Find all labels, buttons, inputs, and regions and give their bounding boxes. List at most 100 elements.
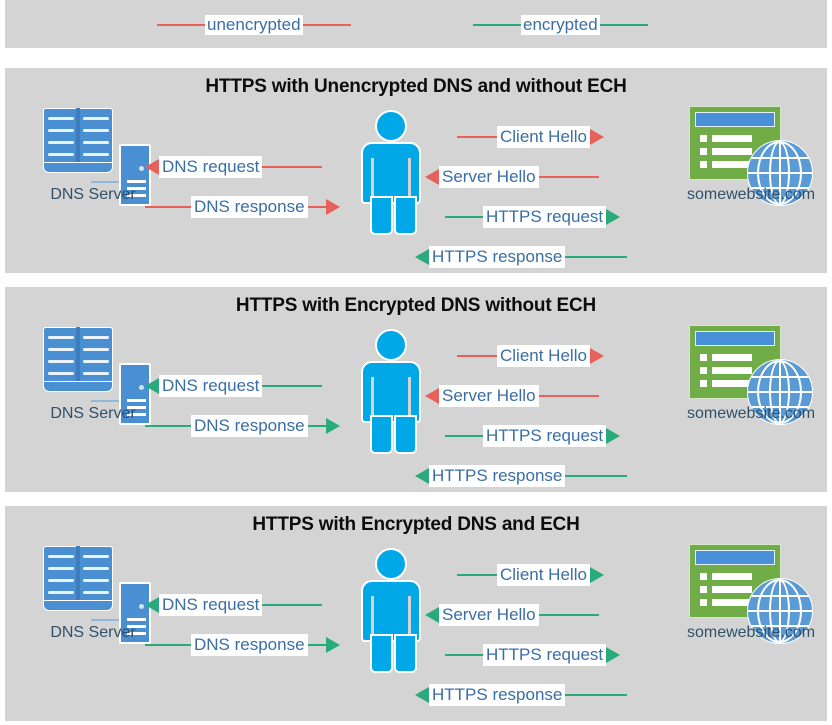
dns-server-caption: DNS Server — [50, 624, 136, 641]
person-torso — [361, 580, 421, 642]
arrow-https-request: HTTPS request — [445, 425, 621, 447]
arrow-server-hello: Server Hello — [425, 166, 599, 188]
arrowhead-right — [606, 647, 621, 663]
arrowhead-left — [145, 378, 159, 394]
website-caption: somewebsite.com — [686, 405, 816, 422]
person-leg-left — [370, 415, 393, 454]
arrow-line-lead — [145, 644, 191, 646]
tower-indicator-icon — [139, 385, 144, 390]
arrow-label: DNS request — [159, 156, 263, 178]
arrow-label: DNS response — [191, 196, 308, 218]
arrow-line-tail — [262, 385, 323, 387]
arrow-line-tail — [262, 166, 323, 168]
arrowhead-left — [425, 169, 439, 185]
dns-book-icon — [43, 108, 119, 174]
arrowhead-left — [425, 607, 439, 623]
diagram-panel-1: HTTPS with Unencrypted DNS and without E… — [5, 68, 827, 273]
window-title-bar — [695, 112, 775, 127]
panel-title: HTTPS with Unencrypted DNS and without E… — [205, 76, 627, 97]
globe-icon — [747, 578, 813, 644]
arrow-https-response: HTTPS response — [415, 684, 628, 706]
person-arm-gap-right — [408, 377, 411, 417]
website-caption: somewebsite.com — [686, 624, 816, 641]
person-head — [375, 110, 407, 142]
arrowhead-left — [425, 388, 439, 404]
arrow-label: Server Hello — [439, 385, 539, 407]
user-person-icon — [357, 548, 425, 673]
arrow-label: HTTPS request — [483, 425, 607, 447]
arrow-client-hello: Client Hello — [457, 345, 604, 367]
arrow-label: Server Hello — [439, 166, 539, 188]
dns-cable — [91, 181, 121, 183]
book-page-left — [43, 546, 78, 604]
arrowhead-right — [606, 428, 621, 444]
arrow-label: Server Hello — [439, 604, 539, 626]
person-arm-gap-left — [371, 377, 374, 417]
arrow-label: DNS response — [191, 634, 308, 656]
dns-book-icon — [43, 327, 119, 393]
person-arm-gap-left — [371, 158, 374, 198]
arrowhead-left — [415, 687, 429, 703]
arrow-line-tail — [262, 604, 323, 606]
globe-icon — [747, 359, 813, 425]
person-leg-left — [370, 634, 393, 673]
book-page-right — [78, 546, 113, 604]
globe-icon — [747, 140, 813, 206]
arrow-dns-response: DNS response — [145, 634, 340, 656]
legend-line-encrypted-right — [599, 24, 648, 26]
person-leg-right — [394, 634, 417, 673]
book-spine — [76, 108, 80, 166]
user-person-icon — [357, 329, 425, 454]
arrow-label: DNS request — [159, 375, 263, 397]
arrow-line-tail — [307, 425, 326, 427]
person-leg-right — [394, 196, 417, 235]
arrow-dns-request: DNS request — [145, 594, 323, 616]
dns-cable — [91, 619, 121, 621]
legend-row: unencrypted encrypted — [5, 0, 827, 48]
arrow-https-response: HTTPS response — [415, 246, 628, 268]
person-head — [375, 329, 407, 361]
arrow-line-tail — [565, 694, 628, 696]
website-node — [677, 544, 827, 679]
dns-server-node — [35, 546, 165, 676]
book-page-left — [43, 327, 78, 385]
user-person-icon — [357, 110, 425, 235]
person-arm-gap-right — [408, 158, 411, 198]
arrow-line-lead — [145, 206, 191, 208]
arrowhead-right — [325, 199, 340, 215]
legend-item-unencrypted: unencrypted — [157, 15, 351, 35]
book-base — [43, 381, 113, 392]
arrowhead-right — [589, 129, 604, 145]
person-torso — [361, 142, 421, 204]
arrow-line-tail — [538, 395, 599, 397]
dns-server-caption: DNS Server — [50, 186, 136, 203]
arrow-line-lead — [457, 574, 497, 576]
arrow-label: HTTPS request — [483, 644, 607, 666]
arrowhead-left — [145, 597, 159, 613]
person-head — [375, 548, 407, 580]
panel-title: HTTPS with Encrypted DNS and ECH — [252, 514, 580, 535]
book-page-right — [78, 327, 113, 385]
arrowhead-right — [589, 348, 604, 364]
arrow-https-response: HTTPS response — [415, 465, 628, 487]
arrowhead-left — [145, 159, 159, 175]
arrow-server-hello: Server Hello — [425, 385, 599, 407]
arrowhead-right — [606, 209, 621, 225]
arrow-line-tail — [307, 644, 326, 646]
arrow-line-lead — [457, 136, 497, 138]
window-title-bar — [695, 550, 775, 565]
window-title-bar — [695, 331, 775, 346]
website-node — [677, 106, 827, 241]
dns-server-tower-icon — [119, 144, 151, 206]
legend-panel: unencrypted encrypted — [5, 0, 827, 48]
arrow-dns-response: DNS response — [145, 415, 340, 437]
dns-server-caption: DNS Server — [50, 405, 136, 422]
arrow-label: DNS request — [159, 594, 263, 616]
arrow-label: Client Hello — [497, 126, 590, 148]
arrow-label: HTTPS request — [483, 206, 607, 228]
person-arm-gap-left — [371, 596, 374, 636]
person-arm-gap-right — [408, 596, 411, 636]
arrowhead-left — [415, 249, 429, 265]
